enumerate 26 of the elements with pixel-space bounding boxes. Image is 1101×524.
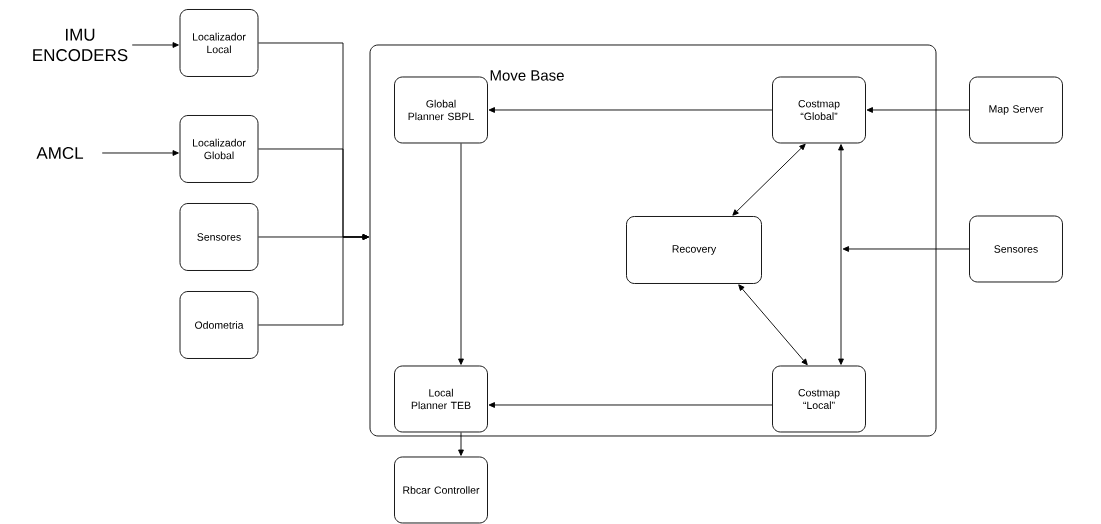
process-box: Costmap “Global” bbox=[772, 76, 866, 144]
process-box: Sensores bbox=[179, 203, 259, 271]
arrow bbox=[838, 144, 844, 365]
process-box: Localizador Local bbox=[179, 9, 259, 77]
arrow bbox=[842, 246, 970, 252]
process-box: Localizador Global bbox=[179, 115, 259, 183]
process-box: Global Planner SBPL bbox=[394, 76, 488, 144]
process-box: Costmap “Local” bbox=[772, 365, 866, 433]
arrow bbox=[866, 107, 970, 113]
process-box: Sensores bbox=[969, 215, 1063, 283]
arrow bbox=[732, 143, 806, 216]
arrow bbox=[458, 432, 464, 456]
arrow bbox=[101, 150, 179, 156]
arrow bbox=[458, 143, 464, 365]
input-label: AMCL bbox=[36, 147, 84, 159]
arrow bbox=[738, 284, 808, 366]
input-label: IMU ENCODERS bbox=[33, 28, 128, 62]
process-box: Recovery bbox=[626, 216, 762, 284]
process-box: Local Planner TEB bbox=[394, 365, 488, 433]
arrow bbox=[488, 107, 773, 113]
arrow bbox=[131, 42, 179, 48]
process-box: Map Server bbox=[969, 76, 1063, 144]
arrow bbox=[258, 234, 369, 326]
process-box: Odometria bbox=[179, 291, 259, 359]
arrow bbox=[488, 402, 773, 408]
process-box: Rbcar Controller bbox=[394, 456, 488, 524]
